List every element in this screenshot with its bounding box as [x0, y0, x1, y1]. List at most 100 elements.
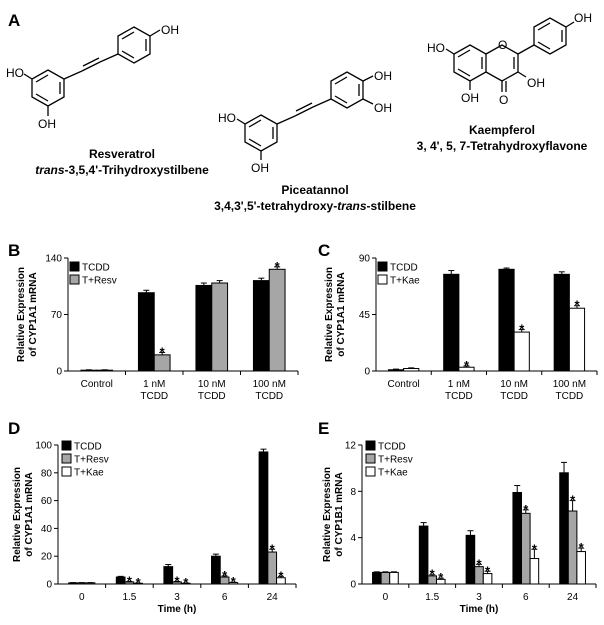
- b-x-tick-label: Control: [81, 379, 113, 390]
- e-x-tick-label: 1.5: [425, 592, 439, 603]
- b-bar: [80, 369, 98, 372]
- d-bar: [211, 555, 221, 585]
- c-x-tick-label: TCDD: [445, 391, 473, 402]
- d-bar: [258, 451, 269, 585]
- c-y-tick-label: 0: [364, 367, 370, 378]
- e-bar: [380, 571, 391, 585]
- d-legend-label: TCDD: [74, 442, 102, 453]
- d-bar: [267, 551, 278, 585]
- panel-label-d: D: [8, 419, 20, 438]
- d-bar: [163, 566, 174, 585]
- d-y-tick-label: 100: [35, 441, 52, 452]
- c-bar: [568, 307, 586, 372]
- b-bar: [211, 282, 229, 372]
- d-significance-star: *: [231, 574, 237, 589]
- e-bar: [559, 472, 569, 585]
- e-x-tick-label: 0: [383, 592, 389, 603]
- e-significance-star: *: [485, 563, 491, 578]
- e-bar: [567, 510, 578, 585]
- b-y-tick-label: 0: [56, 367, 62, 378]
- c-x-tick-label: Control: [388, 379, 420, 390]
- d-y-axis-label-line2: of CYP1A1 mRNA: [24, 472, 35, 556]
- c-legend-swatch: [377, 261, 388, 272]
- e-bar: [418, 525, 429, 585]
- b-bar: [96, 369, 114, 372]
- d-x-tick-label: 0: [79, 592, 85, 603]
- e-significance-star: *: [579, 540, 585, 555]
- piceatannol-oh-atom-upper: OH: [374, 69, 392, 83]
- d-bar: [115, 576, 126, 585]
- e-x-tick-label: 6: [523, 592, 529, 603]
- b-x-tick-label: 100 nM: [253, 379, 286, 390]
- c-y-axis-label-line2: of CYP1A1 mRNA: [336, 272, 347, 356]
- resveratrol-iupac: trans-3,5,4'-Trihydroxystilbene: [35, 163, 209, 177]
- d-y-tick-label: 80: [41, 468, 53, 479]
- d-legend-swatch: [61, 440, 72, 451]
- b-x-tick-label: TCDD: [198, 391, 226, 402]
- c-legend-label: T+Kae: [390, 276, 420, 287]
- d-y-tick-label: 60: [41, 496, 53, 507]
- resveratrol-structure: [23, 26, 161, 116]
- d-legend-swatch: [61, 453, 72, 464]
- resveratrol-ho-atom: HO: [6, 66, 24, 80]
- e-bar: [576, 551, 586, 585]
- panel-label-b: B: [8, 241, 20, 260]
- d-y-tick-label: 40: [41, 524, 53, 535]
- e-legend-label: T+Kae: [378, 468, 408, 479]
- c-significance-star: *: [464, 358, 470, 373]
- e-legend-label: T+Resv: [378, 455, 413, 466]
- c-bar: [513, 331, 530, 372]
- e-bar: [512, 491, 523, 585]
- b-significance-star: *: [275, 259, 281, 274]
- e-significance-star: *: [476, 556, 482, 571]
- kaempferol-oh-atom-3: OH: [527, 76, 545, 90]
- d-significance-star: *: [136, 575, 142, 590]
- e-significance-star: *: [523, 502, 529, 517]
- e-significance-star: *: [430, 567, 436, 582]
- e-y-axis-label-line2: of CYP1B1 mRNA: [334, 472, 345, 556]
- d-significance-star: *: [183, 575, 189, 590]
- e-legend-swatch: [365, 466, 376, 477]
- b-y-tick-label: 70: [51, 310, 63, 321]
- d-significance-star: *: [270, 541, 276, 556]
- b-significance-star: *: [160, 344, 166, 359]
- d-y-tick-label: 20: [41, 552, 53, 563]
- b-y-axis-label: Relative Expression: [16, 267, 27, 362]
- piceatannol-iupac: 3,4,3',5'-tetrahydroxy-trans-stilbene: [214, 199, 416, 213]
- d-x-tick-label: 1.5: [122, 592, 136, 603]
- e-significance-star: *: [438, 570, 444, 585]
- b-legend-label: T+Resv: [82, 276, 117, 287]
- d-significance-star: *: [174, 573, 180, 588]
- kaempferol-oh-atom-4prime: OH: [574, 11, 592, 25]
- c-bar: [403, 367, 420, 372]
- resveratrol-oh-atom-upper: OH: [161, 23, 179, 37]
- panel-label-a: A: [8, 11, 20, 30]
- panel-label-e: E: [318, 419, 329, 438]
- d-legend-label: T+Kae: [74, 468, 104, 479]
- e-legend-label: TCDD: [378, 442, 406, 453]
- e-bar: [372, 571, 382, 585]
- c-bar: [443, 273, 460, 372]
- b-x-tick-label: 1 nM: [143, 379, 165, 390]
- resveratrol-name: Resveratrol: [89, 147, 155, 161]
- e-y-axis-label: Relative Expression: [322, 467, 333, 562]
- d-y-axis-label: Relative Expression: [12, 467, 23, 562]
- e-y-tick-label: 12: [345, 441, 357, 452]
- e-y-tick-label: 0: [350, 580, 356, 591]
- e-bar: [389, 571, 399, 585]
- b-bar: [137, 292, 155, 372]
- piceatannol-oh-atom-right: OH: [374, 101, 392, 115]
- c-y-tick-label: 90: [359, 254, 371, 265]
- e-bar: [529, 558, 540, 585]
- c-bar: [553, 273, 570, 372]
- c-significance-star: *: [574, 298, 580, 313]
- d-x-axis-label: Time (h): [158, 604, 197, 615]
- b-y-tick-label: 140: [45, 254, 62, 265]
- c-x-tick-label: 1 nM: [448, 379, 470, 390]
- b-bar: [252, 280, 270, 372]
- kaempferol-ho-atom: HO: [427, 41, 445, 55]
- c-x-tick-label: 10 nM: [500, 379, 528, 390]
